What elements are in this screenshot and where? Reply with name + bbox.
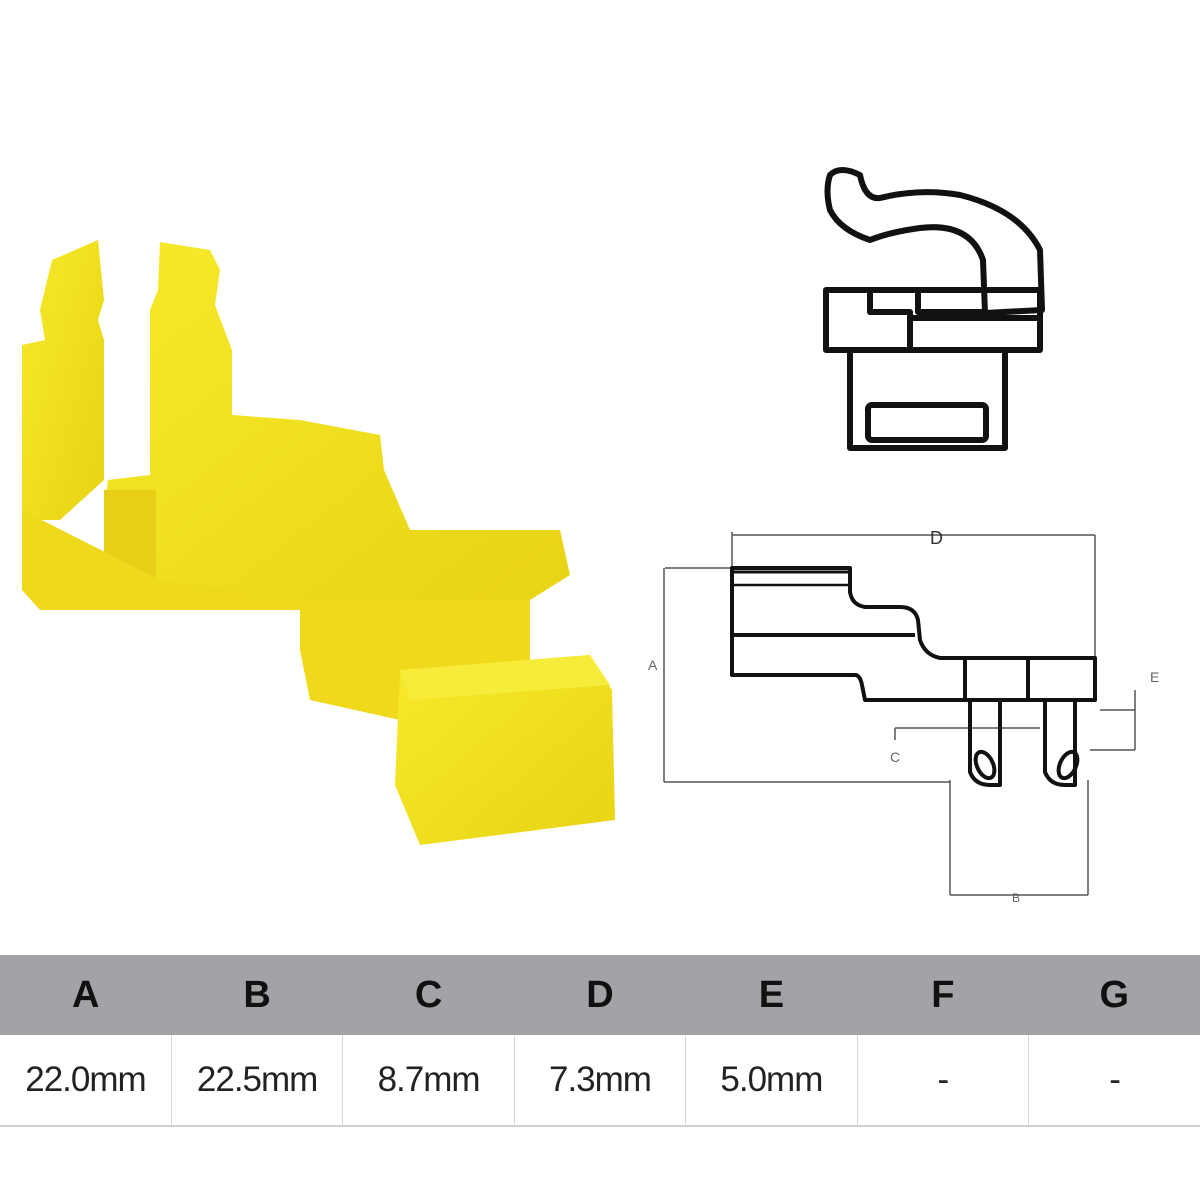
value-c: 8.7mm xyxy=(342,1035,515,1127)
clip-top-view-drawing-icon xyxy=(823,167,1045,451)
spec-table-header-row: A B C D E F G xyxy=(0,955,1200,1035)
dim-label-d: D xyxy=(930,528,943,548)
column-header-f: F xyxy=(857,955,1029,1035)
yellow-plastic-clip-photo-icon xyxy=(22,240,615,845)
dimension-spec-table: A B C D E F G 22.0mm 22.5mm 8.7mm 7.3mm … xyxy=(0,955,1200,1127)
column-header-g: G xyxy=(1028,955,1200,1035)
column-header-d: D xyxy=(514,955,686,1035)
column-header-c: C xyxy=(342,955,515,1035)
side-view-drawing: D A E C B xyxy=(640,510,1200,910)
column-header-b: B xyxy=(171,955,343,1035)
spec-table-value-row: 22.0mm 22.5mm 8.7mm 7.3mm 5.0mm - - xyxy=(0,1035,1200,1127)
dim-label-a: A xyxy=(648,657,658,673)
clip-side-view-dimension-drawing-icon: D A E C B xyxy=(648,528,1159,905)
dim-label-b: B xyxy=(1012,891,1020,905)
dim-label-c: C xyxy=(890,749,900,765)
dim-label-e: E xyxy=(1150,669,1159,685)
product-photo xyxy=(0,230,640,860)
value-a: 22.0mm xyxy=(0,1035,172,1127)
column-header-e: E xyxy=(685,955,858,1035)
column-header-a: A xyxy=(0,955,172,1035)
value-e: 5.0mm xyxy=(685,1035,858,1127)
value-d: 7.3mm xyxy=(514,1035,687,1127)
value-f: - xyxy=(857,1035,1030,1127)
value-b: 22.5mm xyxy=(171,1035,344,1127)
top-view-drawing xyxy=(800,150,1080,470)
value-g: - xyxy=(1028,1035,1200,1127)
